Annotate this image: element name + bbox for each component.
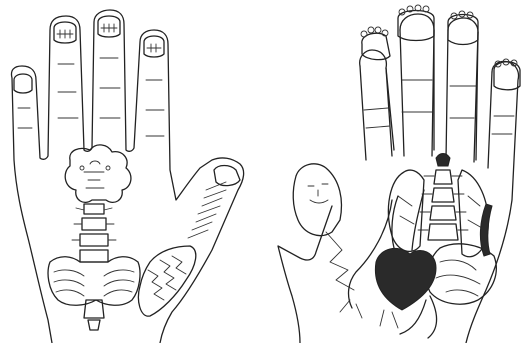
finger-crease-3 <box>100 58 120 118</box>
skull-illustration <box>65 145 131 202</box>
heart-organ <box>375 190 436 310</box>
right-hand <box>278 5 520 343</box>
left-hand <box>11 10 243 343</box>
thumb-spine <box>138 166 240 317</box>
rib-cage <box>48 257 140 330</box>
finger-crease-4 <box>146 80 164 136</box>
lungs <box>388 170 488 257</box>
left-hand-outline <box>11 10 243 343</box>
thumb-face <box>293 164 354 290</box>
finger-crease-2 <box>58 64 78 118</box>
spine-column <box>72 204 116 262</box>
toe-tips <box>361 5 520 90</box>
finger-sides <box>360 30 492 168</box>
finger-crease-1 <box>18 108 32 128</box>
